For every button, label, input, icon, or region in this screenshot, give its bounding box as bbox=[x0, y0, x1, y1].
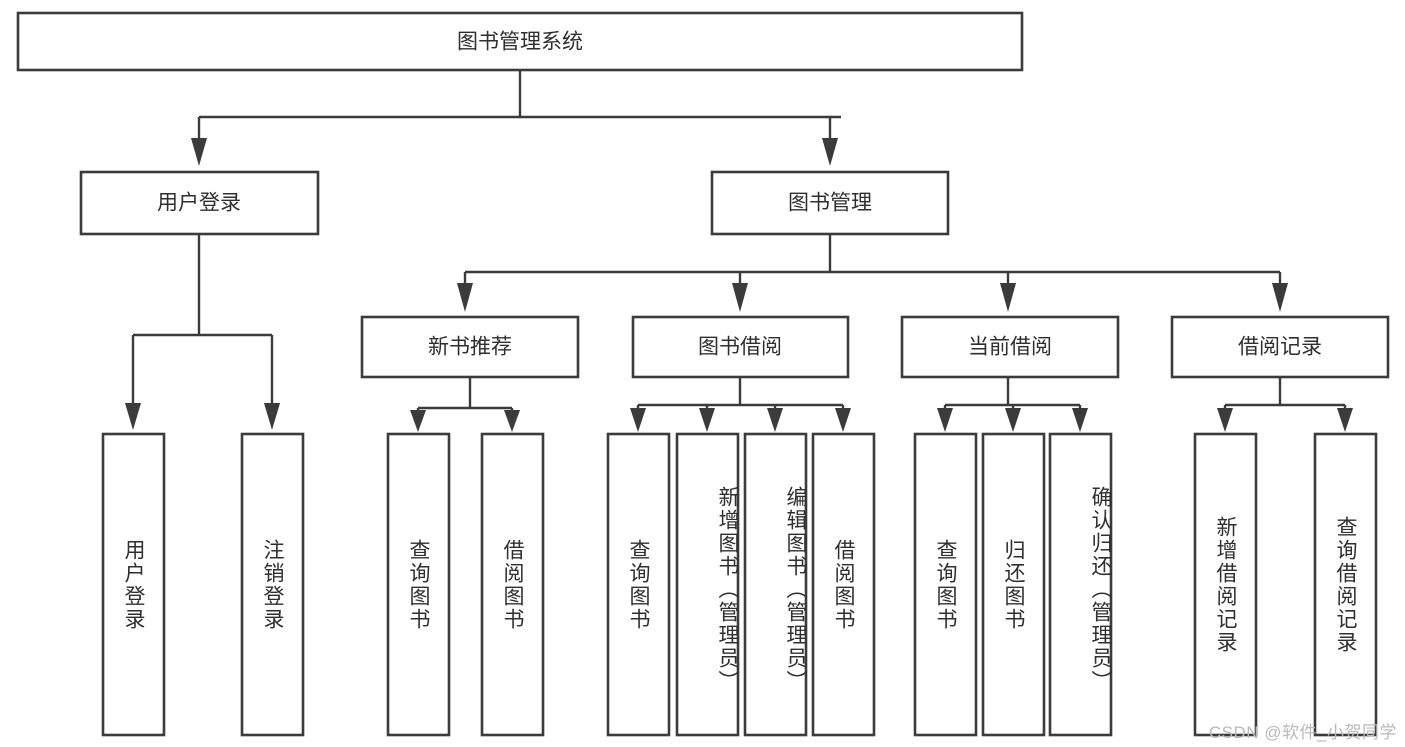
node-root-book-management-system[interactable]: 图书管理系统 bbox=[16, 11, 1024, 72]
leaf-box-user-login[interactable] bbox=[101, 432, 166, 737]
connector-bookborrow-to-leaves bbox=[630, 377, 851, 432]
arrow-head-user-login bbox=[191, 138, 207, 166]
connector-newbook-to-leaves bbox=[410, 377, 520, 432]
leaf-box-nb-borrow-book[interactable] bbox=[480, 432, 545, 737]
node-new-book-recommend-label: 新书推荐 bbox=[428, 336, 512, 359]
connector-bookmanage-to-level2 bbox=[457, 234, 1288, 312]
arrow-head-bb-leaf-4 bbox=[835, 408, 851, 432]
node-root-label: 图书管理系统 bbox=[457, 31, 583, 54]
leaf-box-br-add-record[interactable] bbox=[1193, 432, 1258, 737]
node-current-borrow[interactable]: 当前借阅 bbox=[900, 315, 1120, 379]
arrow-head-book-manage bbox=[822, 138, 838, 166]
leaf-box-cb-return-book[interactable] bbox=[981, 432, 1046, 737]
leaf-box-nb-query-book[interactable] bbox=[386, 432, 451, 737]
leaf-box-cb-query-book[interactable] bbox=[913, 432, 978, 737]
arrow-head-leaf-logout bbox=[264, 403, 280, 430]
node-user-login-box[interactable] bbox=[79, 170, 320, 236]
arrow-head-nb-leaf-1 bbox=[410, 410, 426, 432]
leaf-box-cb-confirm-return-admin[interactable] bbox=[1048, 432, 1113, 737]
connector-borrowrecord-to-leaves bbox=[1217, 377, 1353, 432]
watermark-label: CSDN @软件_小贺同学 bbox=[1208, 723, 1397, 742]
node-current-borrow-label: 当前借阅 bbox=[968, 336, 1052, 359]
node-user-login-label: 用户登录 bbox=[157, 192, 241, 215]
leaf-box-logout[interactable] bbox=[240, 432, 305, 737]
connector-userlogin-to-leaves bbox=[125, 234, 280, 430]
arrow-head-borrow-record bbox=[1272, 283, 1288, 312]
node-borrow-record-box[interactable] bbox=[1170, 315, 1390, 379]
arrow-head-br-leaf-1 bbox=[1217, 408, 1233, 432]
arrow-head-br-leaf-2 bbox=[1337, 408, 1353, 432]
leaf-box-bb-edit-book-admin[interactable] bbox=[743, 432, 808, 737]
arrow-head-current-borrow bbox=[1000, 283, 1016, 312]
connector-root-to-level1 bbox=[191, 70, 841, 166]
leaf-box-br-query-record[interactable] bbox=[1313, 432, 1378, 737]
connector-currentborrow-to-leaves bbox=[937, 377, 1088, 432]
leaf-box-bb-add-book-admin[interactable] bbox=[675, 432, 740, 737]
leaf-box-bb-query-book[interactable] bbox=[606, 432, 671, 737]
arrow-head-bb-leaf-2 bbox=[699, 408, 715, 432]
node-root-box[interactable] bbox=[16, 11, 1024, 72]
node-new-book-recommend-box[interactable] bbox=[360, 315, 580, 379]
arrow-head-cb-leaf-1 bbox=[937, 408, 953, 432]
arrow-head-nb-leaf-2 bbox=[504, 410, 520, 432]
node-book-management-box[interactable] bbox=[710, 170, 950, 236]
leaf-box-bb-borrow-book[interactable] bbox=[811, 432, 876, 737]
arrow-head-bb-leaf-3 bbox=[767, 408, 783, 432]
node-user-login[interactable]: 用户登录 bbox=[79, 170, 320, 236]
node-borrow-record-label: 借阅记录 bbox=[1238, 336, 1322, 359]
node-borrow-record[interactable]: 借阅记录 bbox=[1170, 315, 1390, 379]
arrow-head-cb-leaf-3 bbox=[1072, 408, 1088, 432]
arrow-head-book-borrow bbox=[732, 283, 748, 312]
arrow-head-bb-leaf-1 bbox=[630, 408, 646, 432]
node-book-management-label: 图书管理 bbox=[788, 192, 872, 215]
arrow-head-cb-leaf-2 bbox=[1005, 408, 1021, 432]
arrow-head-leaf-user-login bbox=[125, 403, 141, 430]
node-current-borrow-box[interactable] bbox=[900, 315, 1120, 379]
node-book-borrow[interactable]: 图书借阅 bbox=[631, 315, 850, 379]
node-book-borrow-box[interactable] bbox=[631, 315, 850, 379]
arrow-head-new-book-recommend bbox=[457, 283, 473, 312]
node-new-book-recommend[interactable]: 新书推荐 bbox=[360, 315, 580, 379]
node-book-borrow-label: 图书借阅 bbox=[698, 336, 782, 359]
node-book-management[interactable]: 图书管理 bbox=[710, 170, 950, 236]
